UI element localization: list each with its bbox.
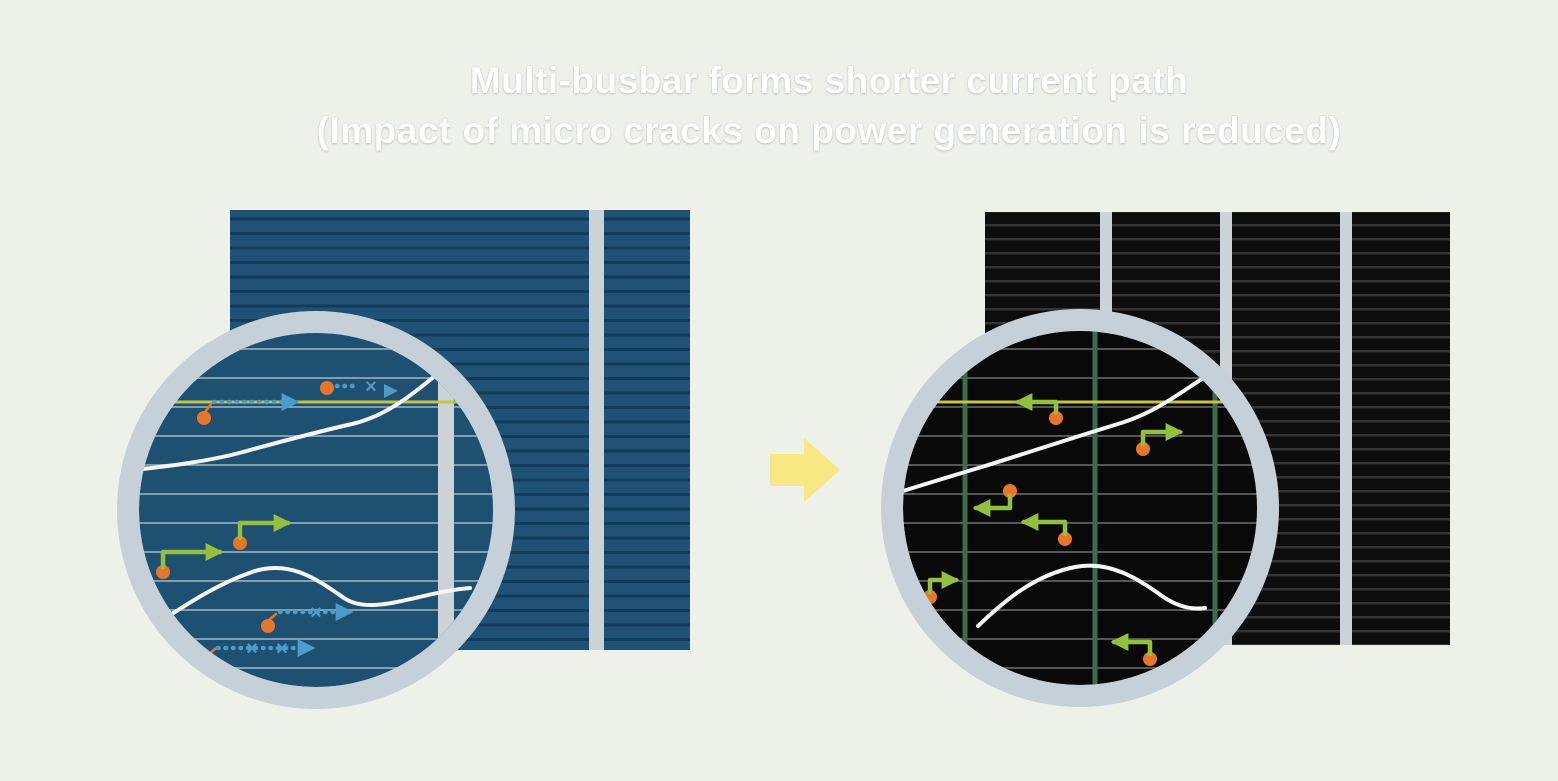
blocked-x-icon: × <box>365 376 377 398</box>
micro-crack-upper-left <box>139 360 454 472</box>
micro-crack-lower-right <box>976 563 1207 628</box>
electron-dot <box>1003 484 1017 498</box>
electron-dot <box>1143 652 1157 666</box>
short-current-path-arrow <box>927 571 960 595</box>
electron-dot <box>261 619 275 633</box>
transition-arrow-icon <box>770 438 840 502</box>
electron-dot <box>1058 532 1072 546</box>
short-current-path-arrow <box>237 514 292 541</box>
left-cell-busbar <box>589 210 604 650</box>
short-current-path-arrow <box>160 543 224 570</box>
short-current-path-arrow <box>972 493 1013 517</box>
electron-dot <box>156 565 170 579</box>
blocked-x-icon: × <box>246 638 258 660</box>
micro-crack-lower-left <box>139 566 472 650</box>
left-magnifier: × × × × <box>117 311 515 709</box>
arrowhead-icon <box>384 384 398 398</box>
electron-dot <box>1049 411 1063 425</box>
left-magnified-busbar <box>438 333 454 687</box>
right-magnifier <box>881 309 1279 707</box>
micro-crack-upper-right <box>903 368 1218 494</box>
title-line-2: (Impact of micro cracks on power generat… <box>316 109 1342 151</box>
right-cell-busbar-3 <box>1340 212 1352 645</box>
electron-dot <box>233 536 247 550</box>
right-magnifier-rim <box>881 309 1279 707</box>
left-magnifier-content: × × × × <box>139 333 493 687</box>
electron-dot <box>1136 442 1150 456</box>
left-magnifier-rim <box>117 311 515 709</box>
title-line-1: Multi-busbar forms shorter current path <box>469 60 1189 101</box>
short-current-path-arrow <box>1140 423 1184 447</box>
short-current-path-arrow <box>1110 633 1153 657</box>
blocked-x-icon: × <box>310 602 322 624</box>
short-current-path-arrow <box>1014 393 1059 415</box>
electron-dot <box>320 381 334 395</box>
diagram-title: Multi-busbar forms shorter current path … <box>100 56 1558 155</box>
short-current-path-arrow <box>1020 513 1068 537</box>
electron-dot <box>197 411 211 425</box>
blocked-x-icon: × <box>276 638 288 660</box>
